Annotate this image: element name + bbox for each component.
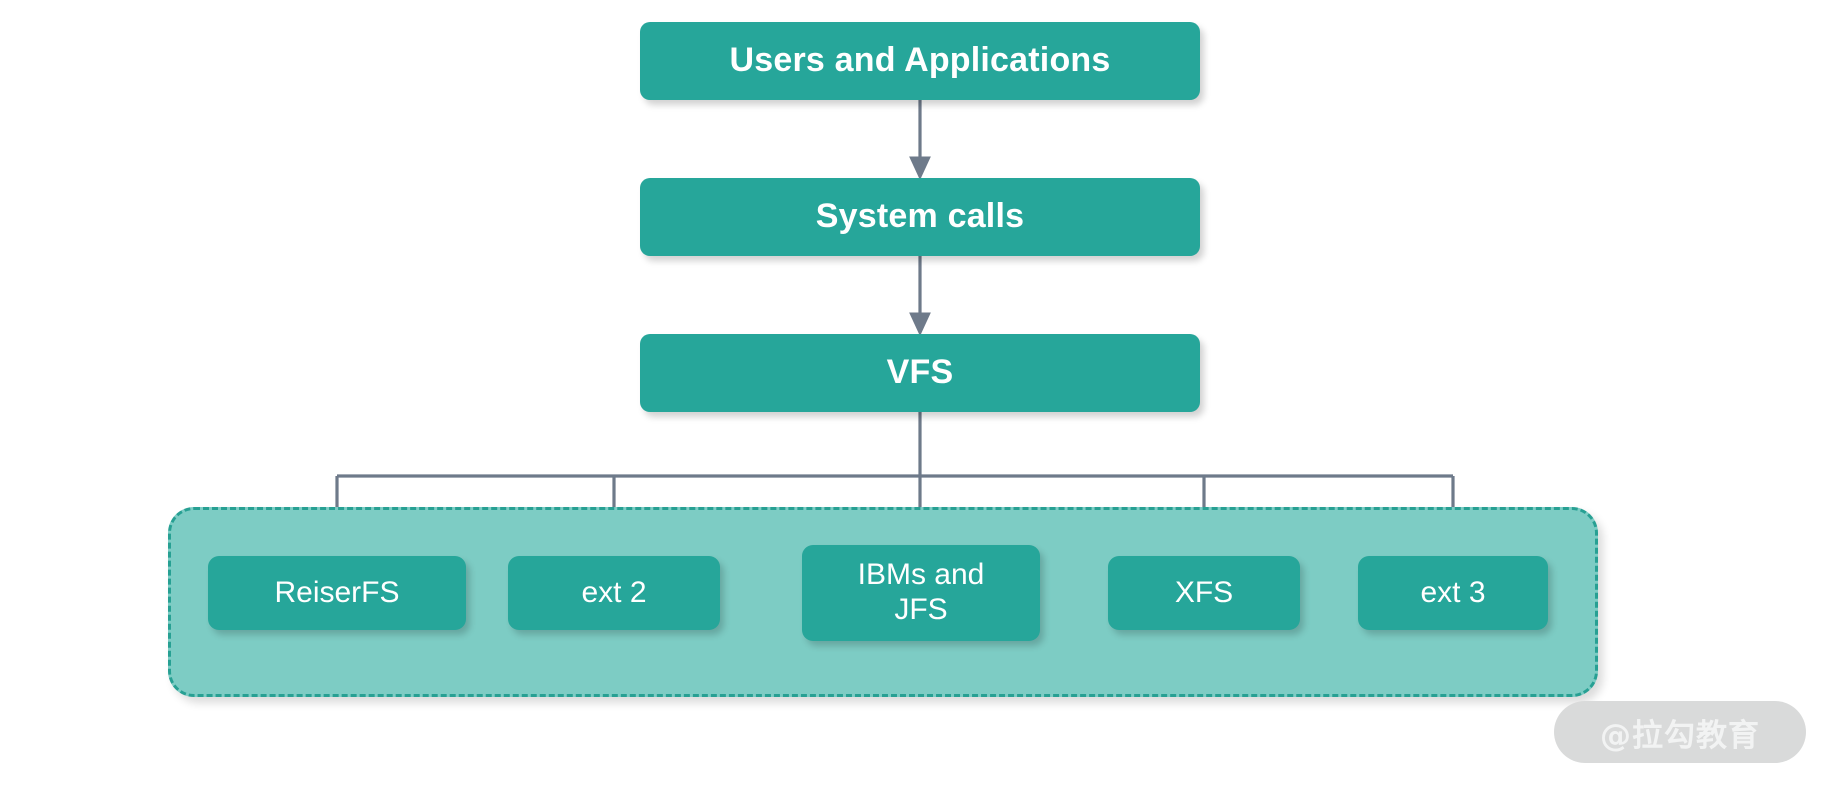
node-xfs[interactable]: XFS <box>1108 556 1300 630</box>
node-ext2[interactable]: ext 2 <box>508 556 720 630</box>
node-label: IBMs and JFS <box>857 558 985 626</box>
node-users-and-applications[interactable]: Users and Applications <box>640 22 1200 100</box>
node-label: VFS <box>886 353 954 392</box>
node-label: XFS <box>1174 575 1234 609</box>
node-vfs[interactable]: VFS <box>640 334 1200 412</box>
node-label: Users and Applications <box>729 41 1111 80</box>
watermark-text: @拉勾教育 <box>1600 717 1760 754</box>
node-label: ext 2 <box>581 575 647 609</box>
node-system-calls[interactable]: System calls <box>640 178 1200 256</box>
node-label: ext 3 <box>1420 575 1486 609</box>
node-label: ReiserFS <box>274 575 400 609</box>
watermark-badge: @拉勾教育 <box>1554 701 1806 763</box>
node-reiserfs[interactable]: ReiserFS <box>208 556 466 630</box>
node-label: System calls <box>815 197 1025 236</box>
node-ext3[interactable]: ext 3 <box>1358 556 1548 630</box>
node-ibms-and-jfs[interactable]: IBMs and JFS <box>802 545 1040 641</box>
